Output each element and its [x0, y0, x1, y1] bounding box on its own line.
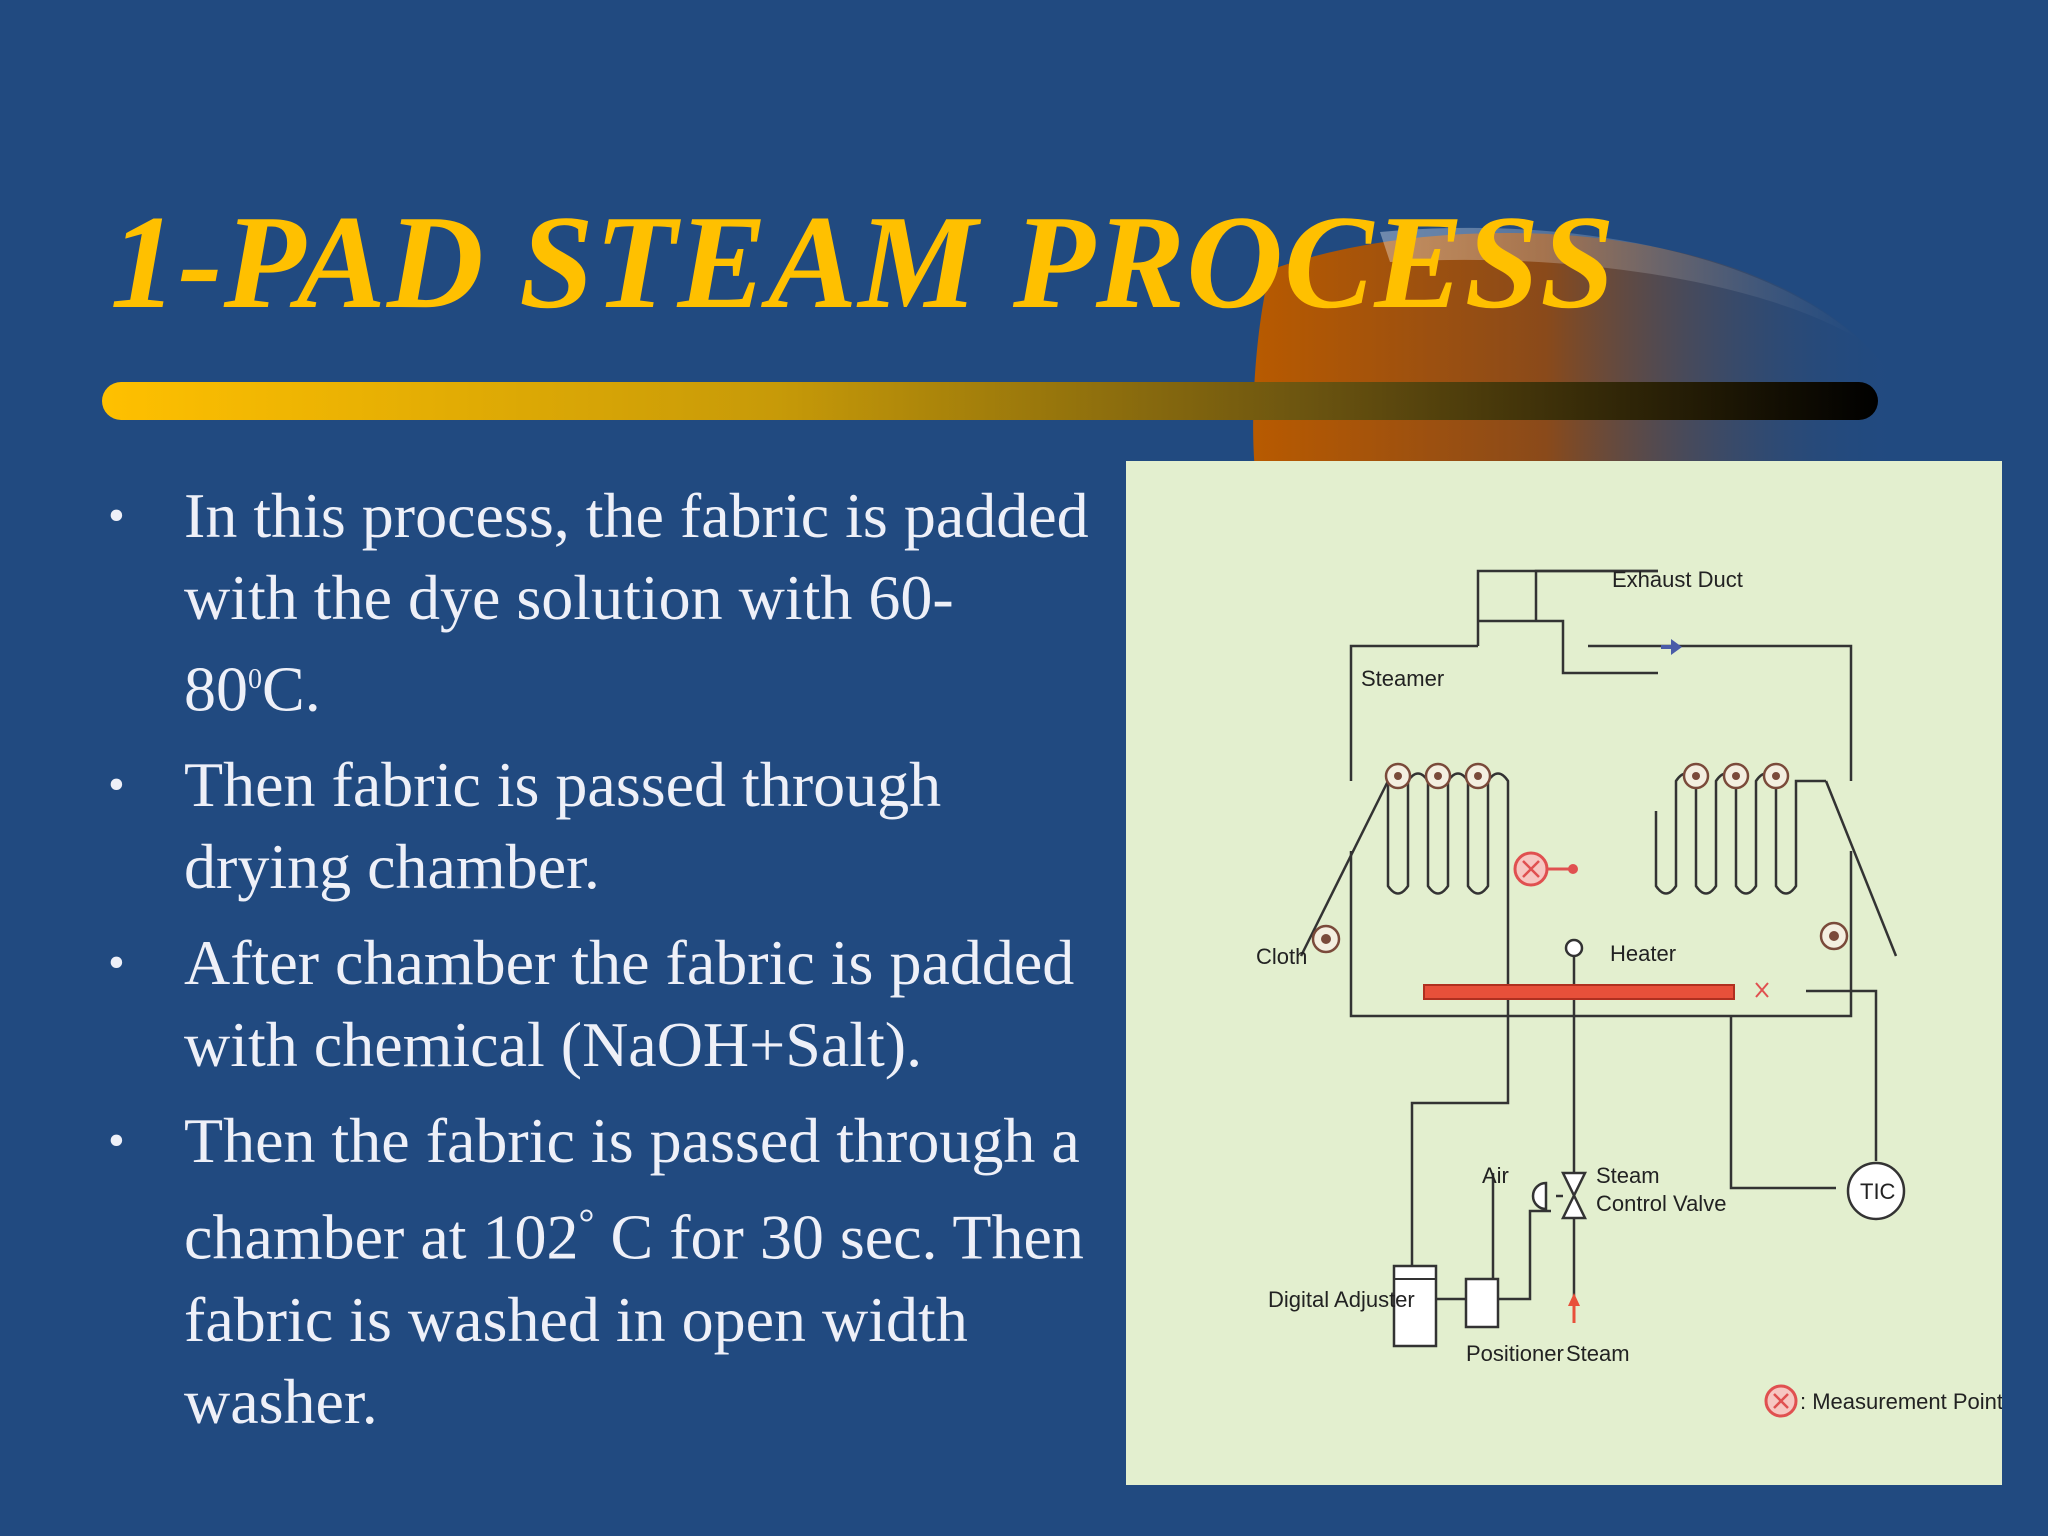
label-digital-adjuster: Digital Adjuster: [1268, 1287, 1415, 1312]
festoon-left: [1386, 772, 1510, 895]
pad-steam-diagram: Exhaust Duct Steamer Cloth Heater Air St…: [1126, 461, 2003, 1485]
label-positioner: Positioner: [1466, 1341, 1564, 1366]
bullet-dot: •: [108, 489, 125, 542]
bullet-item: • In this process, the fabric is padded …: [100, 475, 1090, 730]
bullet-list: • In this process, the fabric is padded …: [100, 475, 1090, 1457]
diagram-svg: Exhaust Duct Steamer Cloth Heater Air St…: [1256, 567, 2003, 1418]
label-measurement-point: : Measurement Point: [1800, 1389, 2002, 1414]
label-cloth: Cloth: [1256, 944, 1307, 969]
label-steam: Steam: [1566, 1341, 1630, 1366]
exhaust-duct: [1476, 569, 1658, 675]
label-tic: TIC: [1860, 1179, 1896, 1204]
bullet-dot: •: [108, 936, 125, 990]
label-steamer: Steamer: [1361, 666, 1444, 691]
label-steam-valve-1: Steam: [1596, 1163, 1660, 1188]
heater-bar: [1423, 984, 1735, 1000]
bullet-text: After chamber the fabric is padded with …: [184, 927, 1075, 1081]
label-heater: Heater: [1610, 941, 1676, 966]
slide-title: 1-PAD STEAM PROCESS: [110, 188, 1616, 336]
bullet-dot: •: [108, 1114, 125, 1168]
festoon-right: [1654, 772, 1826, 895]
bullet-text: In this process, the fabric is padded wi…: [184, 480, 1089, 725]
label-air: Air: [1482, 1163, 1509, 1188]
bullet-item: • Then fabric is passed through drying c…: [100, 744, 1090, 908]
bullet-text: Then fabric is passed through drying cha…: [184, 749, 942, 903]
bullet-dot: •: [108, 758, 125, 812]
steam-control-valve: [1560, 1171, 1588, 1220]
bullet-item: • After chamber the fabric is padded wit…: [100, 922, 1090, 1086]
title-divider: [102, 382, 1878, 420]
positioner-box: [1464, 1277, 1500, 1329]
bullet-text: Then the fabric is passed through a cham…: [184, 1105, 1084, 1437]
bullet-item: • Then the fabric is passed through a ch…: [100, 1100, 1090, 1442]
tic-controller: [1846, 1161, 1906, 1221]
label-exhaust-duct: Exhaust Duct: [1612, 567, 1743, 592]
label-steam-valve-2: Control Valve: [1596, 1191, 1726, 1216]
